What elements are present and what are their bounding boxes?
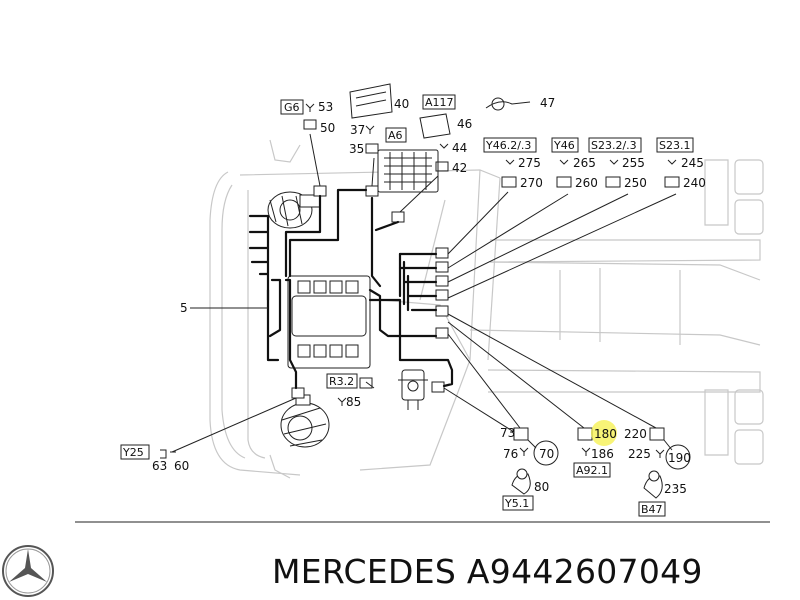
code-a117: A117 — [425, 96, 454, 109]
code-s23-2: S23.2/.3 — [591, 139, 637, 152]
connector-icon-235 — [643, 470, 663, 499]
num-250: 250 — [624, 176, 647, 190]
valve-component — [398, 369, 428, 410]
code-r3-2: R3.2 — [329, 375, 354, 388]
num-235: 235 — [664, 482, 687, 496]
fuse-box — [377, 149, 439, 193]
num-37: 37 — [350, 123, 365, 137]
num-44: 44 — [452, 141, 467, 155]
num-180: 180 — [594, 427, 617, 441]
num-70: 70 — [539, 447, 554, 461]
num-225: 225 — [628, 447, 651, 461]
num-5: 5 — [180, 301, 188, 315]
num-73: 73 — [500, 426, 515, 440]
code-y46: Y46 — [553, 139, 575, 152]
leader-lines — [171, 133, 677, 453]
code-b47: B47 — [641, 503, 663, 516]
mercedes-star-logo — [2, 545, 54, 597]
num-35: 35 — [349, 142, 364, 156]
component-codes: G6 A117 A6 Y46.2/.3 Y46 S23.2/.3 S23.1 R… — [120, 94, 694, 517]
num-240: 240 — [683, 176, 706, 190]
part-icon-46 — [419, 113, 451, 139]
num-186: 186 — [591, 447, 614, 461]
code-y25: Y25 — [122, 446, 144, 459]
connectors — [291, 185, 691, 470]
num-275: 275 — [518, 156, 541, 170]
code-y46-2: Y46.2/.3 — [485, 139, 531, 152]
code-a92-1: A92.1 — [576, 464, 608, 477]
num-40: 40 — [394, 97, 409, 111]
num-245: 245 — [681, 156, 704, 170]
num-76: 76 — [503, 447, 518, 461]
compressor — [280, 394, 330, 448]
page-title: MERCEDES A9442607049 — [272, 552, 703, 591]
num-53: 53 — [318, 100, 333, 114]
part-icon-40 — [349, 83, 393, 119]
num-50: 50 — [320, 121, 335, 135]
cable-tie-icon — [485, 97, 531, 111]
num-46: 46 — [457, 117, 472, 131]
code-y5-1: Y5.1 — [504, 497, 529, 510]
num-85: 85 — [346, 395, 361, 409]
num-220: 220 — [624, 427, 647, 441]
code-a6: A6 — [388, 129, 403, 142]
num-270: 270 — [520, 176, 543, 190]
part-numbers: 53 50 40 46 47 37 35 44 42 275 270 265 2… — [152, 96, 706, 496]
num-60: 60 — [174, 459, 189, 473]
bolt-symbols — [160, 103, 680, 459]
num-42: 42 — [452, 161, 467, 175]
num-63: 63 — [152, 459, 167, 473]
num-265: 265 — [573, 156, 596, 170]
connector-icon-80 — [511, 468, 531, 495]
vehicle-outline — [209, 139, 764, 479]
num-190: 190 — [668, 451, 691, 465]
num-260: 260 — [575, 176, 598, 190]
wire-harness — [248, 188, 454, 390]
num-255: 255 — [622, 156, 645, 170]
code-s23-1: S23.1 — [659, 139, 690, 152]
code-g6: G6 — [284, 101, 300, 114]
alternator — [267, 191, 321, 229]
num-80: 80 — [534, 480, 549, 494]
control-unit — [287, 275, 371, 369]
num-47: 47 — [540, 96, 555, 110]
highlight-marker — [591, 420, 617, 446]
